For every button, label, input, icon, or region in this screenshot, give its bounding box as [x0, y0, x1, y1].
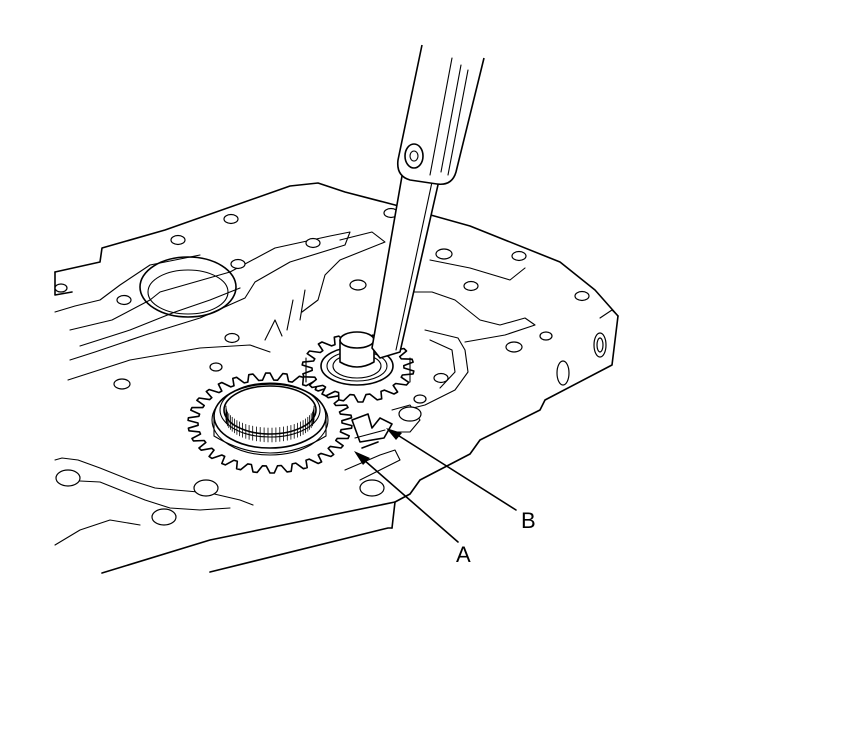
- callout-b-label: B: [521, 508, 536, 533]
- callout-b: B: [386, 428, 536, 533]
- callout-a-leader: [363, 459, 459, 543]
- callout-b-leader: [395, 433, 517, 511]
- callout-a-arrowhead: [354, 451, 370, 465]
- callout-a: A: [354, 451, 471, 567]
- driven-gear: [187, 372, 353, 474]
- callout-a-label: A: [456, 542, 471, 567]
- measuring-tool: [351, 44, 485, 449]
- valve-body-housing: [54, 182, 619, 574]
- callout-b-arrowhead: [386, 428, 402, 440]
